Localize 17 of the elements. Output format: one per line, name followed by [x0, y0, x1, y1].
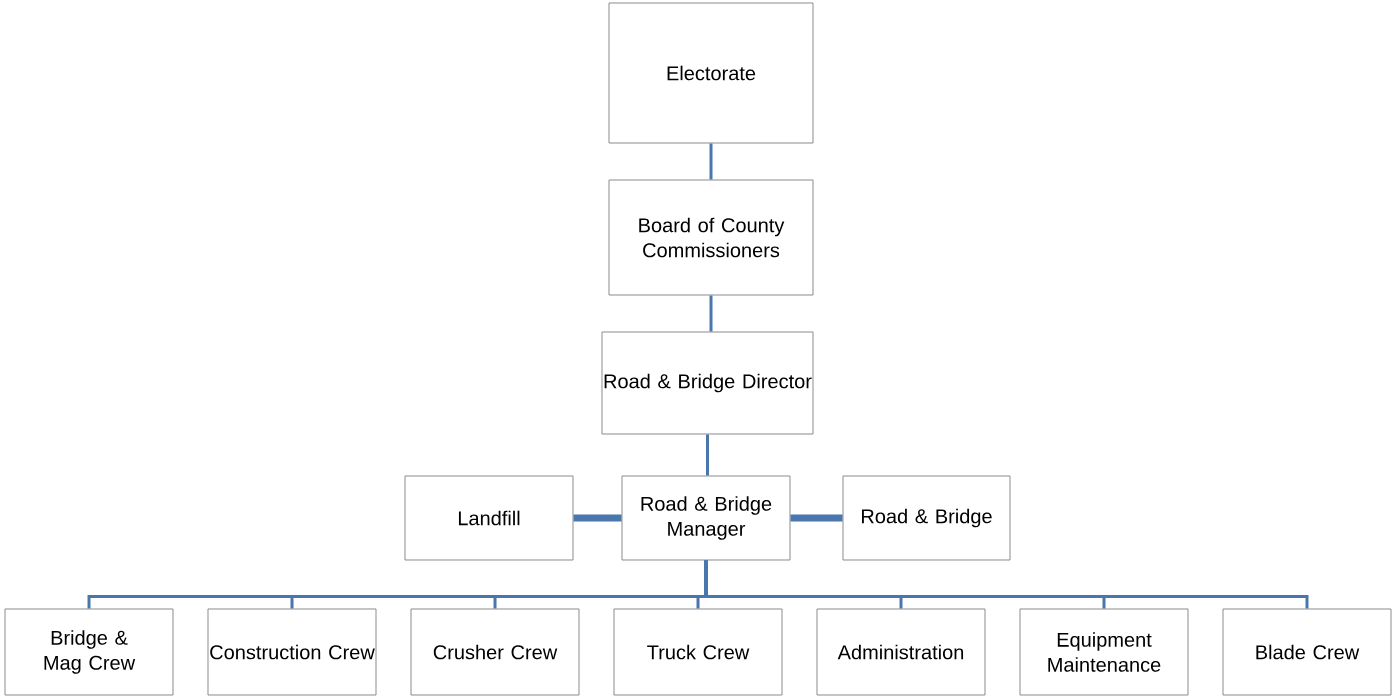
connector-line — [709, 143, 713, 180]
org-box: Road & Bridge Director — [601, 331, 814, 435]
org-box: Equipment Maintenance — [1019, 608, 1189, 696]
org-box: Road & Bridge — [842, 475, 1011, 561]
org-box: Construction Crew — [207, 608, 377, 696]
org-box: Landfill — [404, 475, 574, 561]
org-box: Bridge & Mag Crew — [4, 608, 174, 696]
org-box: Electorate — [608, 2, 814, 144]
connector-line — [706, 434, 709, 476]
org-box: Truck Crew — [613, 608, 783, 696]
org-box: Administration — [816, 608, 986, 696]
org-box: Blade Crew — [1222, 608, 1392, 696]
org-box: Road & Bridge Manager — [621, 475, 791, 561]
org-box: Crusher Crew — [410, 608, 580, 696]
connector-line — [709, 295, 713, 332]
connector-line — [704, 560, 1309, 609]
org-box: Board of County Commissioners — [608, 179, 814, 296]
